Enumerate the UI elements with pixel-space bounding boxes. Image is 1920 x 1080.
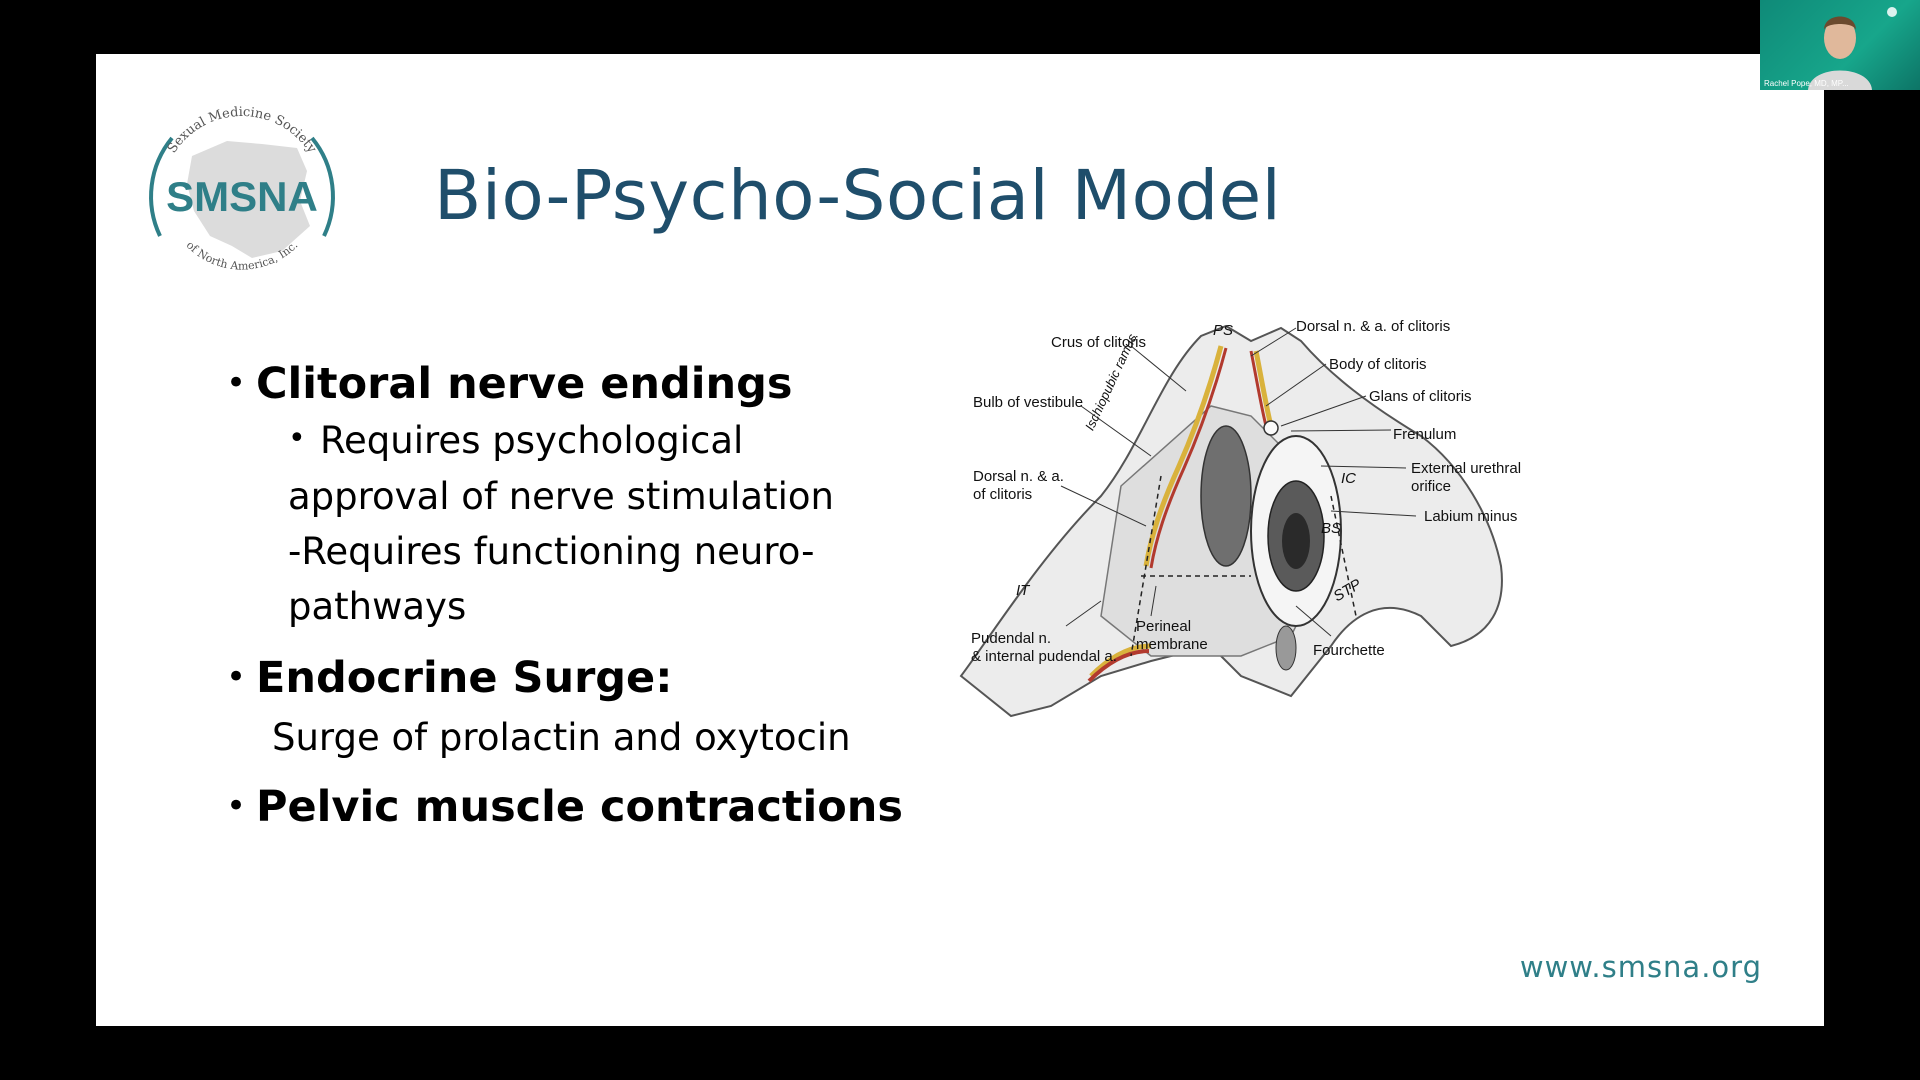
- label-ps: PS: [1213, 322, 1234, 339]
- label-perineal-1: Perineal: [1136, 618, 1192, 635]
- smsna-logo: Sexual Medicine Society of North America…: [149, 105, 335, 273]
- sub-line-2: -Requires functioning neuro-: [288, 530, 815, 573]
- slide-title: Bio-Psycho-Social Model: [434, 156, 1282, 236]
- label-dorsal-top: Dorsal n. & a. of clitoris: [1296, 318, 1451, 335]
- label-body: Body of clitoris: [1329, 356, 1427, 373]
- anatomy-illustration: Crus of clitoris Dorsal n. & a. of clito…: [951, 316, 1711, 786]
- label-perineal-2: membrane: [1136, 636, 1208, 653]
- label-urethral-2: orifice: [1411, 478, 1452, 495]
- anatomy-drawing: [959, 324, 1503, 718]
- footer-url: www.smsna.org: [1519, 950, 1762, 984]
- label-glans: Glans of clitoris: [1369, 388, 1472, 405]
- participant-avatar: [1808, 7, 1897, 90]
- sub-line-3: pathways: [288, 585, 467, 628]
- bullet-heading-3: Pelvic muscle contractions: [256, 782, 903, 832]
- label-frenulum: Frenulum: [1393, 426, 1457, 443]
- label-dorsal-left-1: Dorsal n. & a.: [973, 468, 1064, 485]
- label-fourchette: Fourchette: [1313, 642, 1385, 659]
- sub-line-endocrine: Surge of prolactin and oxytocin: [272, 716, 851, 759]
- label-it: IT: [1016, 582, 1030, 599]
- bullet-heading-2: Endocrine Surge:: [256, 653, 673, 703]
- sub-line-1: approval of nerve stimulation: [288, 475, 834, 518]
- bullet-heading-1: Clitoral nerve endings: [256, 359, 793, 409]
- presentation-slide: Sexual Medicine Society of North America…: [96, 54, 1824, 1026]
- sub-bullet-dot: •: [288, 421, 306, 456]
- participant-video-tile[interactable]: Rachel Pope, MD, MP...: [1760, 0, 1920, 90]
- sub-bullet-1: Requires psychological: [320, 419, 744, 462]
- label-bulb: Bulb of vestibule: [973, 394, 1084, 411]
- bullet-dot: •: [226, 786, 247, 826]
- label-pudendal-2: & internal pudendal a.: [971, 648, 1117, 665]
- participant-name: Rachel Pope, MD, MP...: [1764, 79, 1849, 88]
- bullet-dot: •: [226, 363, 247, 403]
- label-ic: IC: [1341, 470, 1356, 487]
- label-pudendal-1: Pudendal n.: [971, 630, 1052, 647]
- label-urethral-1: External urethral: [1411, 460, 1522, 477]
- label-labium: Labium minus: [1424, 508, 1518, 525]
- logo-acronym: SMSNA: [166, 173, 318, 220]
- label-dorsal-left-2: of clitoris: [973, 486, 1033, 503]
- bullet-dot: •: [226, 657, 247, 697]
- label-crus: Crus of clitoris: [1051, 334, 1147, 351]
- label-bs: BS: [1321, 520, 1342, 537]
